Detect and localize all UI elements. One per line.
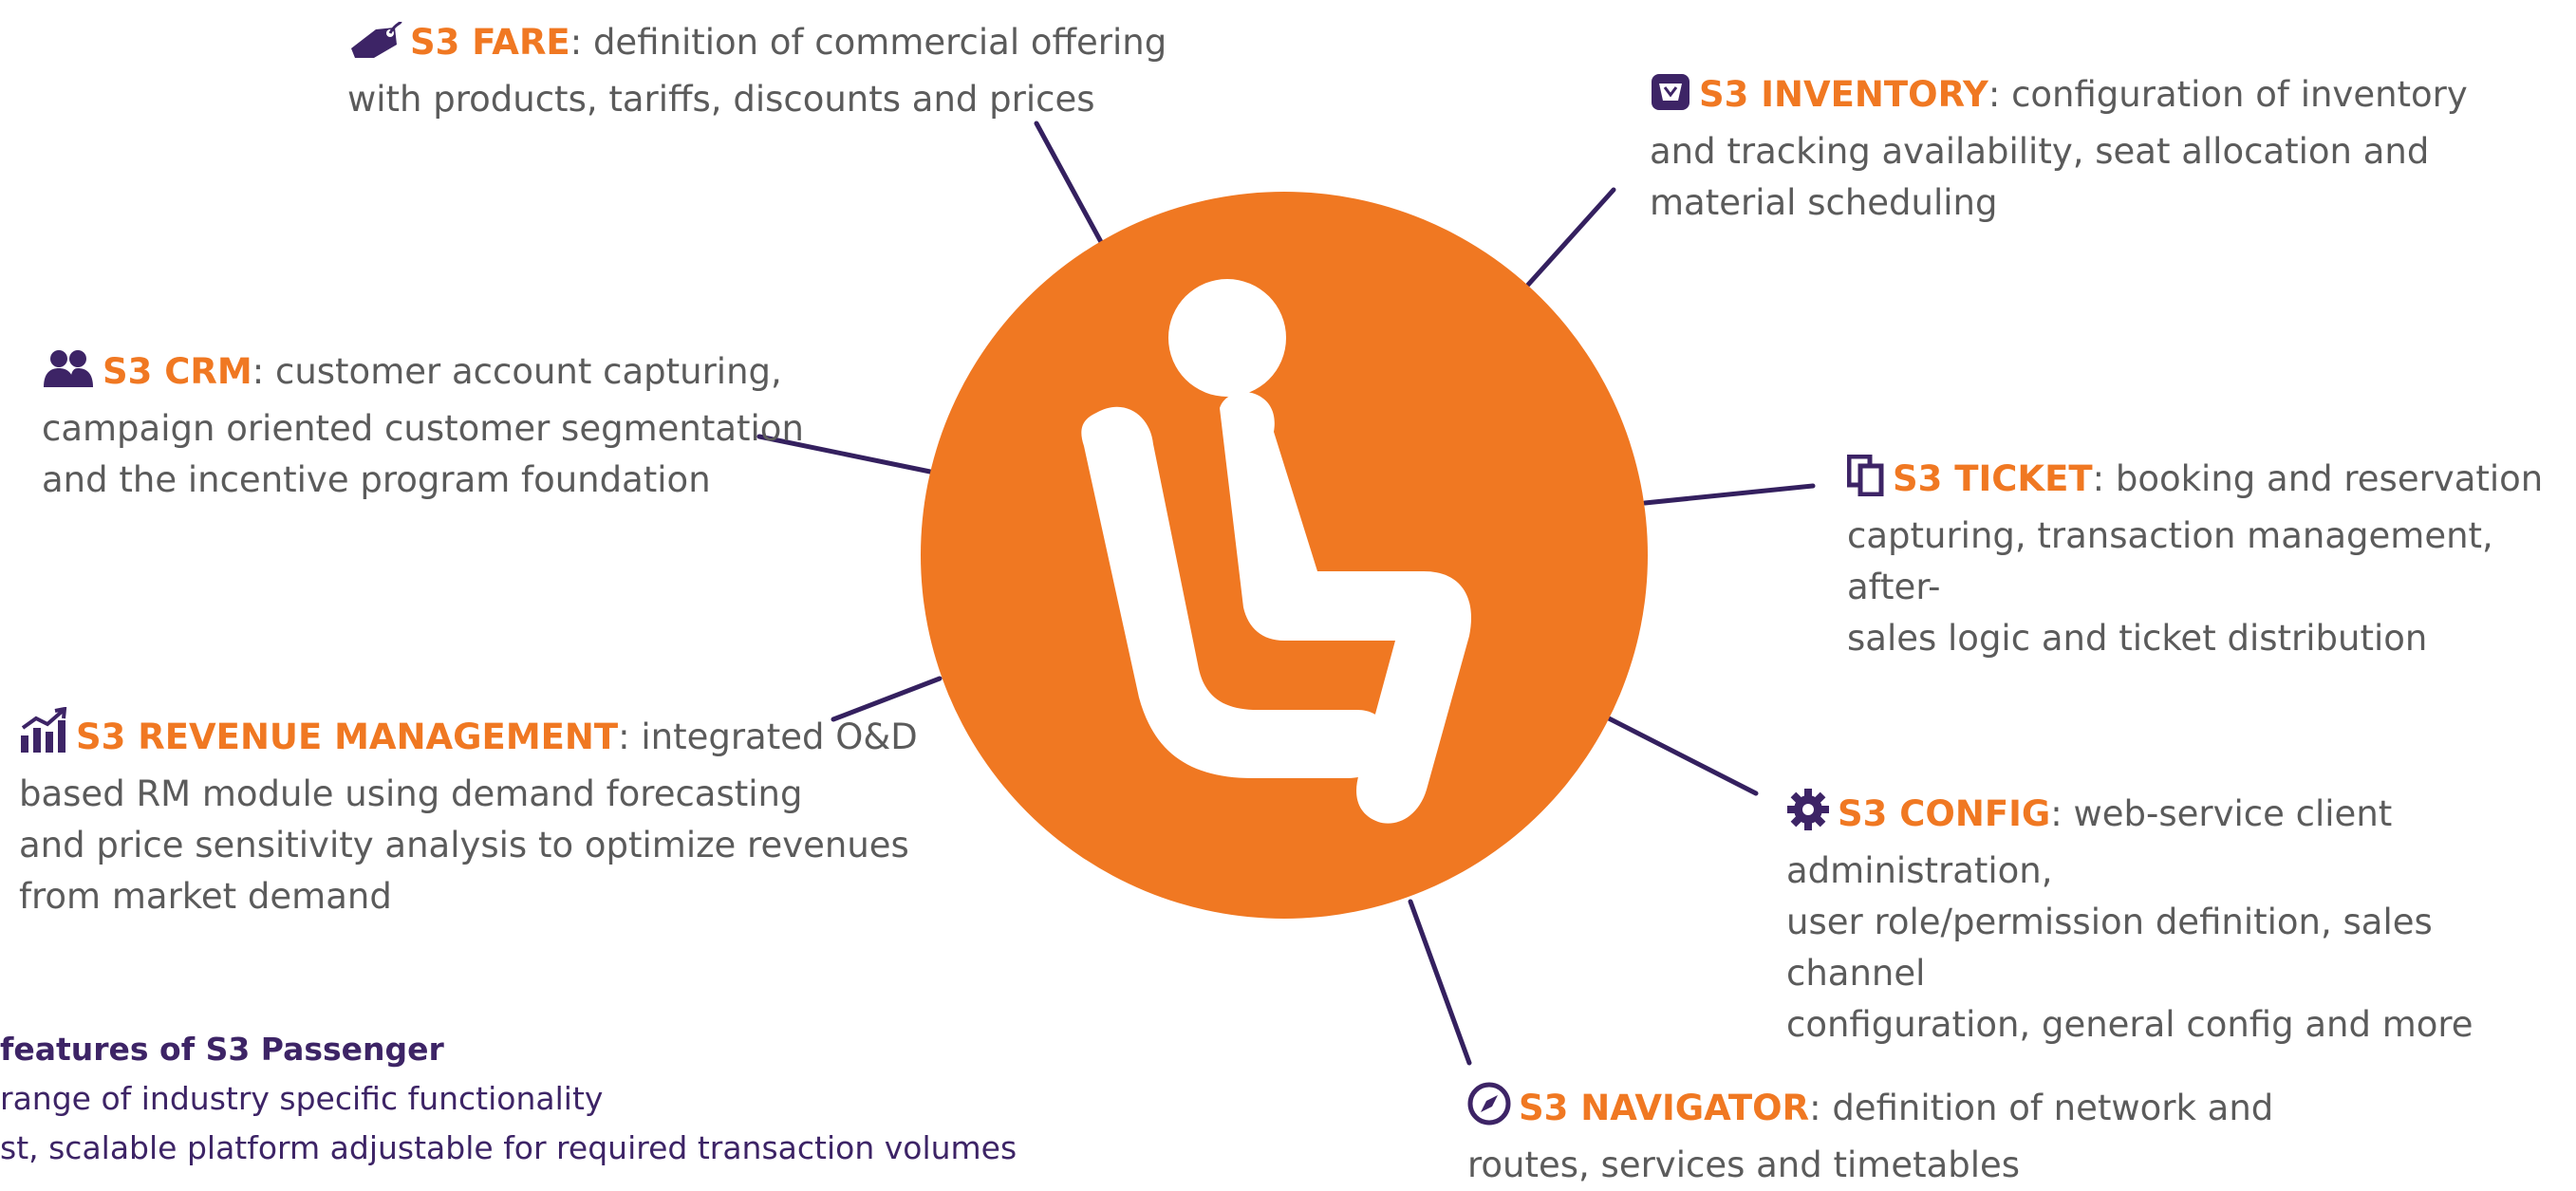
module-crm-line-1: S3 CRM: customer account capturing, [42, 346, 804, 403]
module-navigator-desc-1: : definition of network and [1809, 1088, 2274, 1128]
module-config-desc-2: user role/permission definition, sales c… [1786, 902, 2433, 994]
features-block: features of S3 Passenger range of indust… [0, 1025, 1017, 1173]
price-tag-icon [347, 20, 402, 74]
module-config-desc-1: : web-service client administration, [1786, 793, 2393, 891]
users-icon [42, 349, 95, 403]
module-revenue-desc-4: from market demand [19, 876, 392, 917]
module-inventory-desc-2: and tracking availability, seat allocati… [1650, 131, 2430, 172]
module-navigator-desc-2: routes, services and timetables [1467, 1144, 2021, 1185]
compass-icon [1467, 1082, 1511, 1140]
connector-lines [756, 121, 1816, 1066]
module-config-line-1: S3 CONFIG: web-service client administra… [1786, 788, 2576, 897]
module-navigator-title: S3 NAVIGATOR [1519, 1088, 1810, 1128]
module-ticket-title: S3 TICKET [1893, 458, 2093, 499]
connector-navigator [1408, 899, 1472, 1066]
basket-icon [1650, 72, 1691, 126]
module-revenue-desc-2: based RM module using demand forecasting [19, 773, 803, 814]
connector-fare [1034, 121, 1104, 245]
module-fare-desc-2: with products, tariffs, discounts and pr… [347, 79, 1095, 120]
features-heading: features of S3 Passenger [0, 1031, 444, 1068]
gear-icon [1786, 788, 1830, 846]
module-config: S3 CONFIG: web-service client administra… [1786, 788, 2576, 1051]
module-inventory: S3 INVENTORY: configuration of inventory… [1650, 69, 2468, 229]
module-inventory-desc-1: : configuration of inventory [1988, 74, 2468, 115]
features-item-2: st, scalable platform adjustable for req… [0, 1129, 1017, 1166]
module-inventory-title: S3 INVENTORY [1699, 74, 1988, 115]
module-config-title: S3 CONFIG [1838, 793, 2051, 834]
features-item-1: range of industry specific functionality [0, 1080, 604, 1117]
connector-ticket [1642, 483, 1816, 506]
module-ticket-desc-2: capturing, transaction management, after… [1847, 515, 2493, 607]
module-crm-title: S3 CRM [103, 351, 252, 392]
module-revenue-desc-1: : integrated O&D [618, 716, 918, 757]
connector-revenue [831, 676, 943, 722]
module-ticket: S3 TICKET: booking and reservation captu… [1846, 454, 2576, 664]
connector-config [1606, 716, 1759, 796]
module-crm: S3 CRM: customer account capturing, camp… [42, 346, 804, 506]
growth-chart-icon [19, 706, 68, 769]
module-fare-desc-1: : definition of commercial offering [569, 22, 1167, 63]
module-fare-title: S3 FARE [410, 22, 570, 63]
module-ticket-desc-1: : booking and reservation [2092, 458, 2544, 499]
module-revenue: S3 REVENUE MANAGEMENT: integrated O&D ba… [19, 706, 918, 922]
module-revenue-desc-3: and price sensitivity analysis to optimi… [19, 825, 909, 865]
tickets-icon [1846, 454, 1885, 511]
module-crm-desc-3: and the incentive program foundation [42, 459, 711, 500]
module-navigator-line-1: S3 NAVIGATOR: definition of network and [1467, 1082, 2273, 1140]
module-inventory-line-1: S3 INVENTORY: configuration of inventory [1650, 69, 2468, 126]
module-ticket-line-1: S3 TICKET: booking and reservation [1846, 454, 2576, 511]
module-revenue-line-1: S3 REVENUE MANAGEMENT: integrated O&D [19, 706, 918, 769]
passenger-seat-icon [1081, 279, 1471, 824]
module-ticket-desc-3: sales logic and ticket distribution [1847, 618, 2428, 659]
module-crm-desc-1: : customer account capturing, [252, 351, 782, 392]
module-fare-line-1: S3 FARE: definition of commercial offeri… [347, 17, 1167, 74]
connector-inventory [1525, 187, 1616, 288]
module-navigator: S3 NAVIGATOR: definition of network and … [1467, 1082, 2273, 1191]
module-fare: S3 FARE: definition of commercial offeri… [347, 17, 1167, 125]
module-revenue-title: S3 REVENUE MANAGEMENT [76, 716, 619, 757]
module-config-desc-3: configuration, general config and more [1786, 1004, 2473, 1045]
connector-crm [756, 434, 933, 475]
module-inventory-desc-3: material scheduling [1650, 182, 1998, 223]
module-crm-desc-2: campaign oriented customer segmentation [42, 408, 804, 449]
